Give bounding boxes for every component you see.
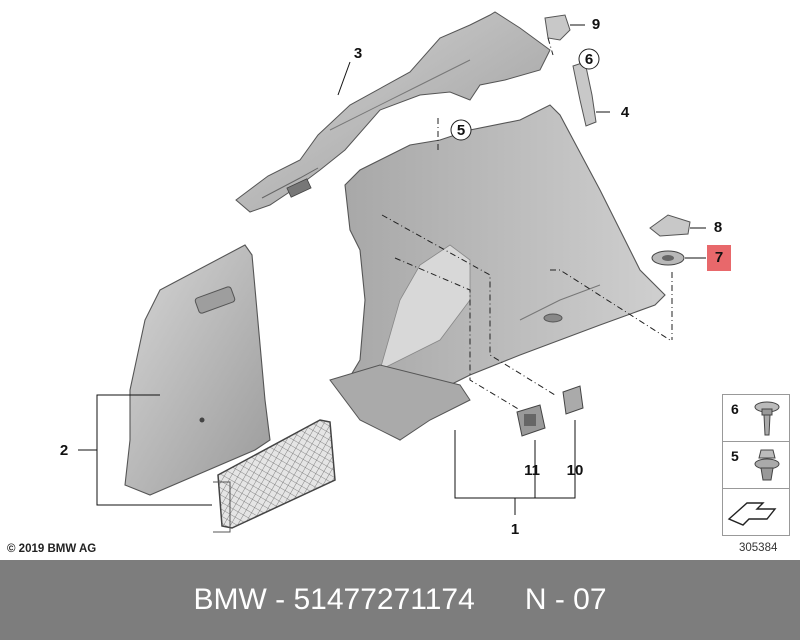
legend-label-6: 6 (731, 401, 739, 417)
legend-clip-box: 5 (722, 441, 790, 489)
clip-part-10 (562, 385, 584, 415)
callout-6: 6 (584, 51, 594, 68)
left-side-panel-part-2 (124, 244, 271, 496)
callout-lines (78, 24, 706, 515)
cargo-net (213, 419, 336, 533)
direction-arrow-icon (727, 502, 777, 526)
main-side-trim-panel (329, 104, 666, 441)
legend-screw-box: 6 (722, 394, 790, 442)
diagram-reference-number: 305384 (739, 542, 778, 554)
cover-part-8 (649, 214, 691, 237)
footer-brand: BMW (193, 583, 267, 616)
clip-part-11 (516, 404, 546, 437)
callout-3: 3 (353, 45, 363, 62)
copyright-text: © 2019 BMW AG (7, 543, 97, 555)
callout-2: 2 (59, 442, 69, 459)
upper-trim-panel (235, 11, 551, 213)
retainer-part-7 (651, 250, 685, 266)
circled-callout-markers (450, 48, 600, 141)
callout-11: 11 (524, 462, 540, 479)
circle-callout-5 (450, 119, 472, 141)
legend-arrow-box (722, 488, 790, 536)
legend-label-5: 5 (731, 448, 739, 464)
callout-9: 9 (591, 16, 601, 33)
callout-5: 5 (456, 122, 466, 139)
footer-part-number: 51477271174 (293, 583, 475, 616)
clip-icon (754, 449, 780, 481)
callout-1: 1 (510, 521, 520, 538)
circle-callout-6 (578, 48, 600, 70)
part-number-footer: BMW - 51477271174 N - 07 (0, 560, 800, 640)
footer-position: N - 07 (524, 583, 607, 616)
bracket-part-9 (544, 14, 571, 41)
callout-7-highlighted: 7 (707, 245, 731, 271)
callout-8: 8 (713, 219, 723, 236)
leader-lines (381, 37, 673, 411)
exploded-parts-illustration (78, 11, 706, 533)
screw-icon (754, 401, 780, 436)
callout-4: 4 (620, 104, 630, 121)
callout-10: 10 (566, 462, 584, 479)
